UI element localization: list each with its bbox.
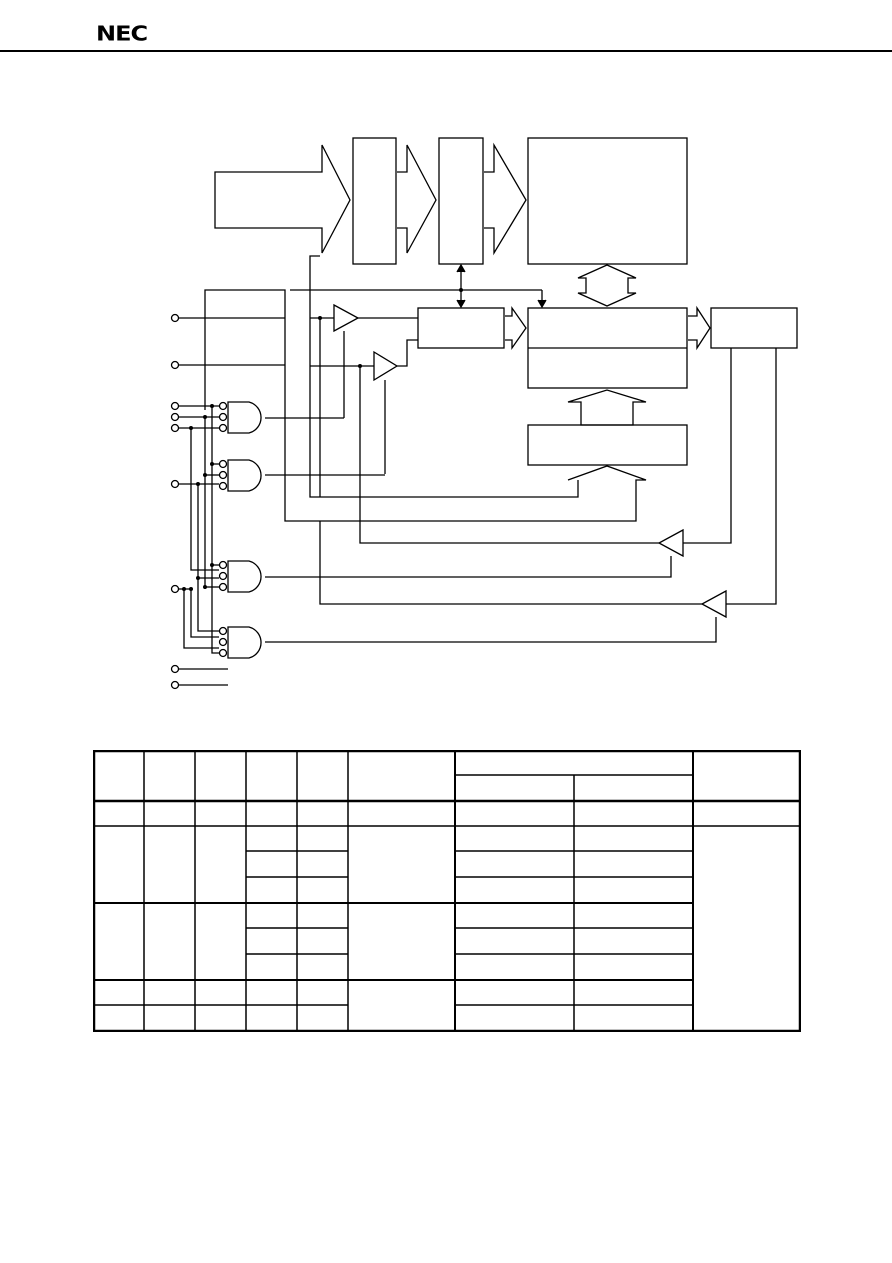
row-decoder: [438, 137, 484, 265]
truth-table: [93, 750, 801, 1032]
bus-arrow-1: [397, 144, 437, 254]
block-diagram: [170, 137, 798, 690]
pin-vcc: [170, 664, 180, 674]
column-decoder: [527, 424, 688, 466]
pin-3: [170, 401, 180, 411]
input-buffer-2: [373, 350, 399, 382]
header-rule: [0, 50, 892, 52]
bus-arrow-2: [484, 142, 527, 256]
and-gate-2: [227, 459, 262, 492]
array-sense-bidir-arrow: [577, 264, 637, 307]
nec-logo: NEC: [96, 22, 148, 46]
data-out-arrow: [688, 305, 711, 351]
input-data-control: [417, 307, 505, 349]
input-buffer-1: [333, 303, 360, 333]
output-buffer-2: [700, 589, 727, 619]
output-buffer: [710, 307, 798, 349]
and-gate-3: [227, 560, 262, 593]
pin-7: [170, 584, 180, 594]
column-address-arrow: [204, 289, 647, 522]
memory-cell-array: [527, 137, 688, 265]
pin-2: [170, 360, 180, 370]
column-decoder-up-arrow: [567, 389, 647, 426]
pin-6: [170, 479, 180, 489]
and-gate-1: [227, 401, 262, 434]
pin-1: [170, 313, 180, 323]
pin-5: [170, 423, 180, 433]
output-buffer-1: [657, 528, 684, 558]
pin-gnd: [170, 680, 180, 690]
pin-4: [170, 412, 180, 422]
address-bus-arrow: [214, 144, 351, 254]
and-gate-4: [227, 626, 262, 659]
data-in-arrow: [505, 305, 527, 351]
row-address-buffer: [352, 137, 397, 265]
